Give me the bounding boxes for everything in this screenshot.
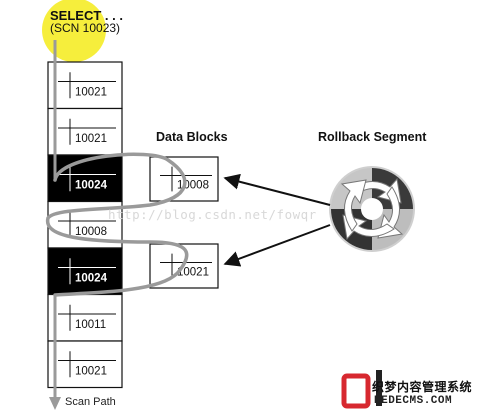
scan-path-label: Scan Path [65,396,116,408]
site-logo [341,370,382,409]
column-block: 10011 [47,293,123,342]
rollback-arrow-upper [223,173,331,206]
logo-mark-2 [341,373,371,409]
logo-cn-text: 织梦内容管理系统 [372,380,473,394]
column-block-value: 10024 [75,272,108,284]
column-block-frame [47,293,123,342]
column-block-value: 10021 [75,86,107,98]
query-highlight [42,0,106,62]
watermark-url: http://blog.csdn.net/fowqr [108,207,317,222]
scan-path [45,40,189,410]
block-column: 10021 10021 10024 10008 10024 10011 10021 [47,61,123,389]
column-block: 10024 [47,247,123,296]
data-block-value: 10021 [177,267,209,279]
column-block: 10021 [47,340,123,389]
query-statement: SELECT . . . [50,8,123,23]
query-scn: (SCN 10023) [50,21,121,35]
column-block-value: 10021 [75,133,107,145]
rollback-segment-heading: Rollback Segment [318,130,427,144]
column-block-value: 10024 [75,179,108,191]
logo-domain: DEDECMS.COM [374,395,453,407]
column-block-frame [47,247,123,296]
column-block-value: 10008 [75,226,107,238]
rollback-arrow-lower [223,224,331,267]
column-block: 10021 [47,61,123,110]
column-block-frame [47,61,123,110]
scan-path-arrowhead [49,397,61,410]
column-block-value: 10011 [75,319,106,331]
column-block-frame [47,107,123,156]
logo-mark-h [376,370,382,406]
column-block: 10021 [47,107,123,156]
data-blocks-heading: Data Blocks [156,130,228,144]
scan-path-loops [45,152,189,297]
column-block-value: 10021 [75,365,107,377]
column-block-frame [47,340,123,389]
rollback-cycle-icon [329,166,415,252]
